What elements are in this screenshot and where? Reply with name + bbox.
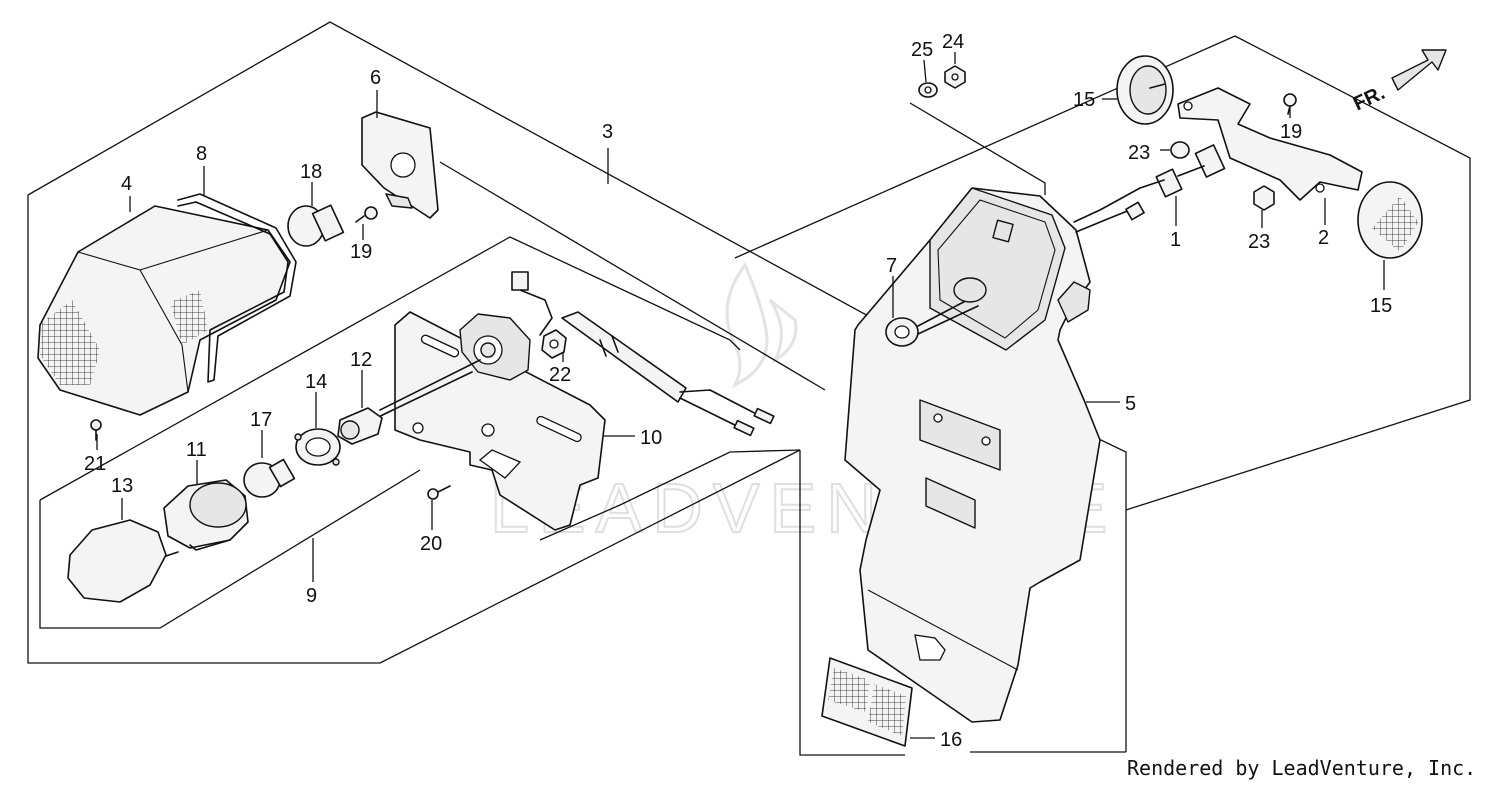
front-direction-arrow: FR. bbox=[1350, 49, 1447, 116]
taillight-lens-4 bbox=[37, 205, 291, 416]
assembly-9-frame bbox=[39, 236, 741, 501]
license-bracket-10 bbox=[394, 311, 606, 531]
screw-21 bbox=[90, 419, 102, 441]
callout-17: 17 bbox=[250, 409, 272, 431]
assembly-9-frame-right bbox=[539, 449, 801, 541]
callout-15-top: 15 bbox=[1073, 89, 1095, 111]
nut-23-bottom bbox=[1253, 185, 1275, 211]
washer-25 bbox=[918, 82, 938, 98]
grommet-7 bbox=[885, 277, 987, 347]
frame-link bbox=[439, 161, 826, 391]
callout-12: 12 bbox=[350, 349, 372, 371]
callout-5: 5 bbox=[1125, 393, 1136, 415]
reflector-16 bbox=[821, 657, 913, 747]
callout-14: 14 bbox=[305, 371, 327, 393]
callout-24: 24 bbox=[942, 31, 964, 53]
right-frame bbox=[734, 35, 1471, 511]
reflector-15-right bbox=[1357, 181, 1423, 259]
render-credit: Rendered by LeadVenture, Inc. bbox=[1127, 756, 1477, 780]
lamp-housing-11 bbox=[163, 479, 249, 551]
callout-3: 3 bbox=[602, 121, 613, 143]
socket-12 bbox=[337, 407, 383, 445]
wire-harness bbox=[371, 271, 775, 437]
callout-9: 9 bbox=[306, 585, 317, 607]
callout-23-bottom: 23 bbox=[1248, 231, 1270, 253]
callout-4: 4 bbox=[121, 173, 132, 195]
reflector-15-top bbox=[1116, 55, 1174, 125]
nut-24 bbox=[944, 65, 966, 89]
screw-20 bbox=[427, 485, 451, 500]
callout-7: 7 bbox=[886, 255, 897, 277]
callout-18: 18 bbox=[300, 161, 322, 183]
callout-20: 20 bbox=[420, 533, 442, 555]
callout-23-top: 23 bbox=[1128, 142, 1150, 164]
callout-13: 13 bbox=[111, 475, 133, 497]
nut-22 bbox=[541, 329, 567, 359]
callout-22: 22 bbox=[549, 364, 571, 386]
callout-19-left: 19 bbox=[350, 241, 372, 263]
callout-15-right: 15 bbox=[1370, 295, 1392, 317]
callout-6: 6 bbox=[370, 67, 381, 89]
rear-fender-5 bbox=[844, 187, 1101, 723]
assembly-5-frame-bottom bbox=[799, 450, 905, 756]
gasket-8 bbox=[177, 193, 297, 383]
harness-1 bbox=[1073, 144, 1226, 233]
socket-ring-14 bbox=[294, 428, 341, 466]
callout-16: 16 bbox=[940, 729, 962, 751]
leader-lines bbox=[96, 52, 1385, 739]
reflector-plate-6 bbox=[361, 111, 439, 219]
screw-19-left bbox=[355, 206, 378, 223]
callout-1: 1 bbox=[1170, 229, 1181, 251]
bulb-17 bbox=[243, 458, 296, 498]
callout-10: 10 bbox=[640, 427, 662, 449]
reflector-bracket-2 bbox=[1177, 87, 1363, 201]
assembly-9-frame-bottom bbox=[39, 469, 421, 629]
callout-11: 11 bbox=[186, 439, 207, 461]
callout-8: 8 bbox=[196, 143, 207, 165]
nut-frame bbox=[909, 102, 1046, 195]
callout-2: 2 bbox=[1318, 227, 1329, 249]
callout-25: 25 bbox=[911, 39, 933, 61]
lens-13 bbox=[67, 519, 179, 603]
callout-19-right: 19 bbox=[1280, 121, 1302, 143]
callout-labels: 1 2 3 4 5 6 7 8 9 10 11 12 13 14 15 15 1… bbox=[84, 31, 1392, 751]
nut-23-top bbox=[1170, 141, 1190, 159]
callout-21: 21 bbox=[84, 453, 106, 475]
assembly-3-frame-left bbox=[27, 195, 801, 664]
front-direction-label: FR. bbox=[1350, 82, 1388, 116]
bulb-18 bbox=[287, 204, 345, 247]
